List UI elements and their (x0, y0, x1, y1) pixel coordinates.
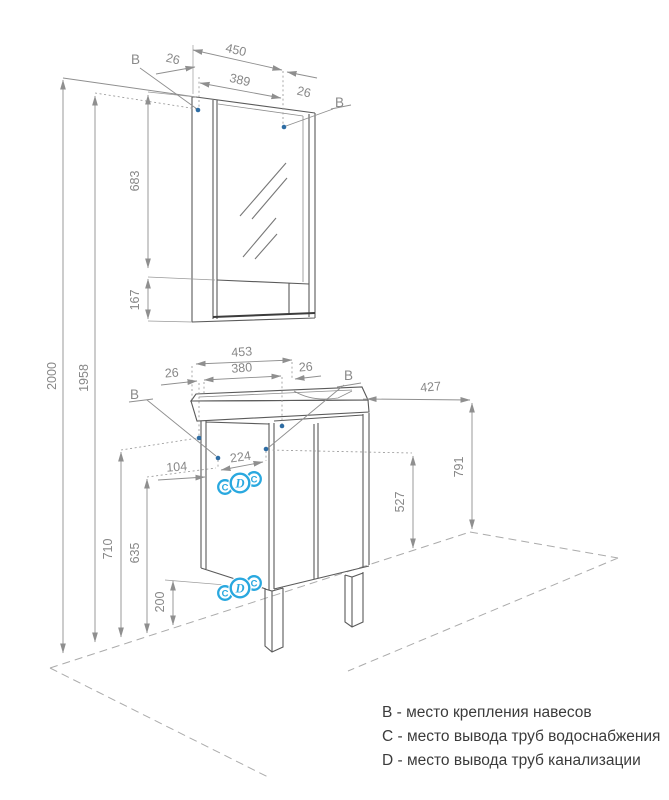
dim-vanity-offset-right: 26 (294, 360, 322, 381)
dim-basin-height-label: 791 (452, 457, 466, 478)
dim-mirror-mount-span-label: 389 (228, 71, 252, 89)
mount-leader-lines (128, 67, 362, 457)
mount-dot (196, 435, 202, 441)
water-marker-letter: C (222, 483, 229, 494)
water-marker-letter: C (251, 579, 258, 590)
dim-outlet-height-right-label: 527 (393, 492, 407, 513)
washbasin-top (189, 386, 369, 402)
dim-vanity-mount-height: 710 (101, 451, 124, 638)
dim-outlet-height-right: 527 (393, 455, 416, 549)
drain-marker-icon (229, 577, 251, 599)
mount-dot (281, 124, 287, 130)
dim-vanity-width-label: 453 (231, 344, 253, 359)
dim-mirror-mount-height-label: 1958 (77, 364, 91, 392)
vanity-cabinet (189, 386, 370, 653)
mirror-cabinet-bottom-edge (212, 312, 316, 318)
dim-outlet-height-left: 635 (128, 478, 150, 634)
dim-mirror-offset-left: 26 (155, 51, 196, 75)
dim-mirror-mount-height: 1958 (77, 95, 98, 643)
dim-vanity-offset-left-label: 26 (164, 366, 179, 381)
dim-mirror-shelf-height-label: 167 (128, 290, 142, 311)
dim-outlet-offset: 104 (157, 459, 206, 481)
drain-marker-letter: D (234, 477, 244, 491)
dim-mirror-door-height: 683 (128, 94, 151, 269)
dim-vanity-depth-label: 427 (420, 379, 442, 395)
dim-vanity-mount-height-label: 710 (101, 539, 115, 560)
mount-label-vanity-right: B (344, 368, 353, 383)
water-marker-letter: C (251, 475, 258, 486)
dim-leg-height-label: 200 (153, 592, 167, 613)
dim-mirror-width-label: 450 (224, 41, 248, 59)
dim-vanity-offset-right-label: 26 (298, 360, 313, 375)
mount-label-vanity-left: B (130, 387, 139, 402)
extension-lines (147, 45, 367, 589)
mount-label-mirror-left: B (131, 52, 140, 67)
dim-wall-height-label: 2000 (45, 362, 59, 390)
mount-point-callouts: B B B B (128, 52, 362, 461)
water-marker-letter: C (222, 589, 229, 600)
dim-outlet-offset-label: 104 (166, 459, 188, 474)
mount-dot (215, 455, 221, 461)
dim-mirror-width: 450 (192, 41, 283, 71)
dim-vanity-mount-span-label: 380 (231, 360, 253, 375)
dim-mount-span-front: 224 (220, 449, 264, 472)
wall-top-line (62, 77, 197, 98)
mount-dot (279, 423, 285, 429)
dim-leg-height: 200 (153, 580, 176, 626)
mount-label-mirror-right: B (335, 95, 344, 110)
mirror-glass-hatch (239, 162, 288, 260)
mirror-cabinet-shelf (216, 279, 310, 315)
vanity-leg-front-right (344, 572, 364, 628)
dim-vanity-mount-span: 380 (203, 360, 282, 383)
dim-vanity-depth: 427 (366, 379, 471, 403)
dim-mirror-mount-span: 389 (199, 71, 282, 100)
drain-marker-letter: D (234, 582, 244, 596)
pipe-markers-lower: C C D (215, 573, 264, 603)
room-boundaries (49, 77, 619, 778)
dim-mount-span-front-label: 224 (229, 449, 252, 466)
dotted-construction-lines (94, 71, 413, 478)
legend-line-mount: B - место крепления навесов (382, 704, 592, 721)
dim-vanity-offset-left: 26 (160, 366, 198, 386)
washbasin-inner-rim (198, 389, 353, 400)
vanity-body-outline (200, 413, 370, 590)
legend-line-drain: D - место вывода труб канализации (382, 752, 641, 769)
dim-mirror-shelf-height: 167 (128, 278, 151, 320)
legend: B - место крепления навесов C - место вы… (382, 704, 660, 769)
mount-dot (263, 446, 269, 452)
drain-marker-icon (229, 472, 251, 494)
pipe-markers-upper: C C D (215, 469, 264, 497)
mount-point-dots (195, 107, 287, 461)
mirror-cabinet-outline (191, 96, 316, 323)
vanity-leg-front-left (264, 587, 284, 653)
dim-mirror-offset-left-label: 26 (165, 51, 182, 68)
dim-outlet-height-left-label: 635 (128, 543, 142, 564)
dim-vanity-width: 453 (195, 344, 293, 367)
mount-dot (195, 107, 201, 113)
mirror-glass-frame (217, 103, 304, 282)
dim-basin-height: 791 (452, 402, 475, 530)
mirror-cabinet (191, 96, 316, 323)
legend-line-water: C - место вывода труб водоснабжения (382, 728, 660, 745)
dim-mirror-offset-right-label: 26 (296, 84, 313, 101)
dim-mirror-offset-right: 26 (286, 71, 318, 101)
dim-mirror-door-height-label: 683 (128, 171, 142, 192)
washbasin-front (190, 399, 370, 422)
dim-wall-height: 2000 (45, 79, 66, 654)
